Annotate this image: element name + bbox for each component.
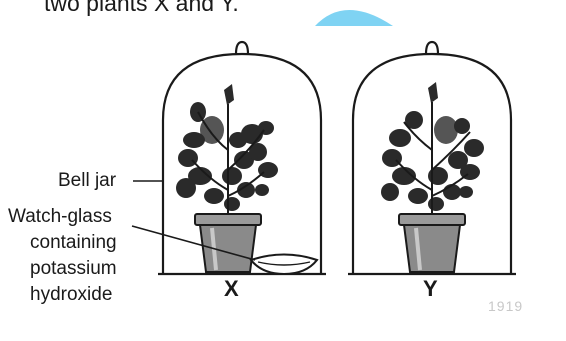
watch-glass-label-line-4: hydroxide [30, 284, 112, 306]
pot-x [195, 214, 261, 272]
plant-y-label: Y [423, 276, 438, 302]
watermark: 1919 [488, 298, 523, 314]
watch-glass-label-line-1: Watch-glass [8, 206, 112, 228]
plant-y [381, 82, 484, 214]
watch-glass [251, 255, 317, 275]
plant-x [176, 84, 278, 214]
watch-glass-label-line-2: containing [30, 232, 117, 254]
pot-y [399, 214, 465, 272]
plant-x-label: X [224, 276, 239, 302]
blue-decoration [315, 10, 393, 26]
bell-jar-label: Bell jar [58, 170, 116, 192]
watch-glass-label-line-3: potassium [30, 258, 117, 280]
